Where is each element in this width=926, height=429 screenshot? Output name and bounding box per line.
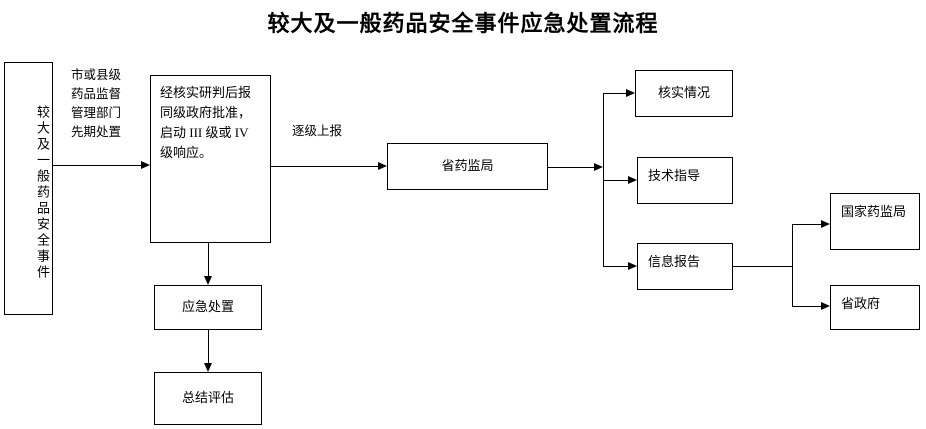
edge-emergency-to-summary <box>208 330 209 363</box>
arrowhead-bus-to-technical <box>628 175 637 184</box>
node-information-report-label: 信息报告 <box>648 254 701 269</box>
node-emergency-handling-label: 应急处置 <box>181 299 234 315</box>
node-national-bureau-label: 国家药监局 <box>841 204 907 219</box>
edge-incident-to-main <box>53 165 141 166</box>
arrowhead-bus2-to-national <box>821 219 830 228</box>
page-title: 较大及一般药品安全事件应急处置流程 <box>267 11 659 36</box>
node-provincial-government: 省政府 <box>830 285 920 330</box>
arrowhead-bus-to-inforeport <box>628 261 637 270</box>
arrowhead-bus-to-verify <box>626 88 635 97</box>
node-technical-guidance: 技术指导 <box>637 157 733 204</box>
arrowhead-incident-to-main <box>141 160 150 169</box>
edge-label-escalate-report: 逐级上报 <box>292 124 343 138</box>
node-main-decision-label: 经核实研判后报同级政府批准，启动 III 级或 IV 级响应。 <box>160 85 252 161</box>
node-information-report: 信息报告 <box>637 243 733 290</box>
node-provincial-bureau: 省药监局 <box>387 143 548 190</box>
node-summary-evaluation-label: 总结评估 <box>181 390 234 406</box>
node-provincial-government-label: 省政府 <box>841 296 881 311</box>
node-verify-situation: 核实情况 <box>635 70 733 117</box>
node-verify-situation-label: 核实情况 <box>657 85 710 101</box>
arrowhead-provincial-to-bus <box>594 162 603 171</box>
edge-inforeport-to-bus2 <box>733 266 793 267</box>
bus-vertical-far-right <box>792 224 793 307</box>
node-national-bureau: 国家药监局 <box>830 193 920 250</box>
node-summary-evaluation: 总结评估 <box>154 372 262 425</box>
arrowhead-bus2-to-provgov <box>821 301 830 310</box>
edge-provincial-to-bus <box>548 167 594 168</box>
node-incident-label: 较大及一般药品安全事件 <box>35 104 50 281</box>
edge-bus-to-inforeport <box>603 266 628 267</box>
arrowhead-main-to-emergency <box>203 276 212 285</box>
node-technical-guidance-label: 技术指导 <box>648 168 701 183</box>
node-incident: 较大及一般药品安全事件 <box>4 62 53 315</box>
arrowhead-main-to-provincial <box>378 161 387 170</box>
edge-bus-to-verify <box>603 93 626 94</box>
edge-main-to-emergency <box>208 243 209 276</box>
edge-main-to-provincial <box>271 166 378 167</box>
edge-bus2-to-provgov <box>792 306 821 307</box>
edge-label-initial-handling: 市或县级 药品监督 管理部门 先期处置 <box>71 68 122 139</box>
node-provincial-bureau-label: 省药监局 <box>441 158 494 174</box>
arrowhead-emergency-to-summary <box>203 363 212 372</box>
node-emergency-handling: 应急处置 <box>154 285 262 330</box>
edge-bus2-to-national <box>792 224 821 225</box>
edge-bus-to-technical <box>603 180 628 181</box>
node-main-decision: 经核实研判后报同级政府批准，启动 III 级或 IV 级响应。 <box>150 75 271 243</box>
